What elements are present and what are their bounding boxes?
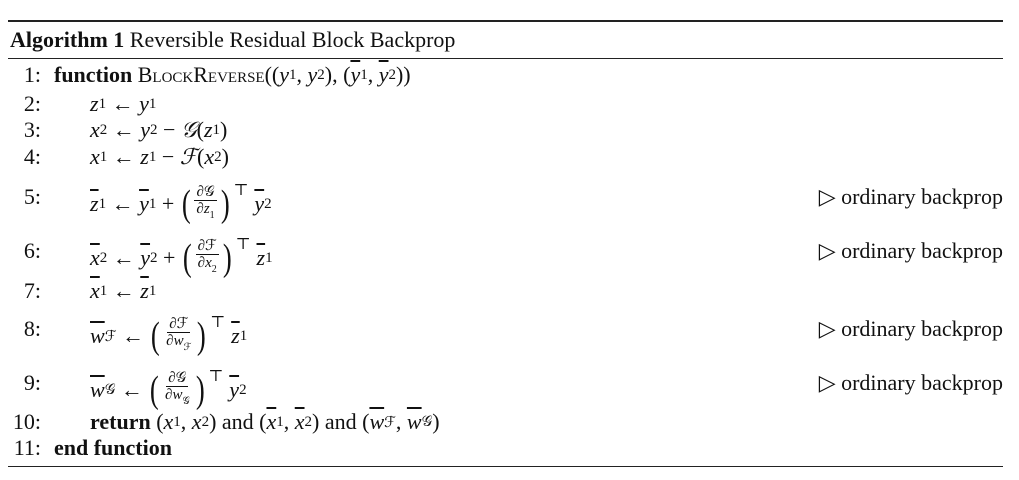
keyword-and: and bbox=[221, 409, 254, 434]
line-number: 1: bbox=[23, 62, 41, 87]
line-number: 9: bbox=[23, 370, 41, 395]
comment: ▷ ordinary backprop bbox=[818, 238, 1003, 263]
line-number: 3: bbox=[23, 117, 41, 142]
line-number: 5: bbox=[23, 184, 41, 209]
keyword-function: function bbox=[54, 62, 133, 87]
algo-line-11: 11: end function bbox=[0, 435, 1019, 465]
bottom-rule bbox=[8, 466, 1003, 467]
line-number: 4: bbox=[23, 144, 41, 169]
keyword-end-function: end function bbox=[54, 435, 172, 460]
comment: ▷ ordinary backprop bbox=[818, 184, 1003, 209]
function-name: BlockReverse bbox=[137, 62, 265, 87]
algorithm-name: Reversible Residual Block Backprop bbox=[129, 27, 456, 52]
comment: ▷ ordinary backprop bbox=[818, 316, 1003, 341]
algorithm-label: Algorithm 1 bbox=[10, 27, 125, 52]
header-rule bbox=[8, 58, 1003, 59]
line-number: 2: bbox=[23, 91, 41, 116]
comment: ▷ ordinary backprop bbox=[818, 370, 1003, 395]
algorithm-title: Algorithm 1 Reversible Residual Block Ba… bbox=[10, 27, 455, 53]
line-number: 8: bbox=[23, 316, 41, 341]
line-code: end function bbox=[54, 435, 172, 461]
line-number: 6: bbox=[23, 238, 41, 263]
line-number: 10: bbox=[12, 409, 41, 434]
top-rule bbox=[8, 20, 1003, 22]
keyword-return: return bbox=[90, 409, 151, 434]
line-number: 11: bbox=[13, 435, 41, 460]
keyword-and: and bbox=[324, 409, 357, 434]
line-number: 7: bbox=[23, 278, 41, 303]
